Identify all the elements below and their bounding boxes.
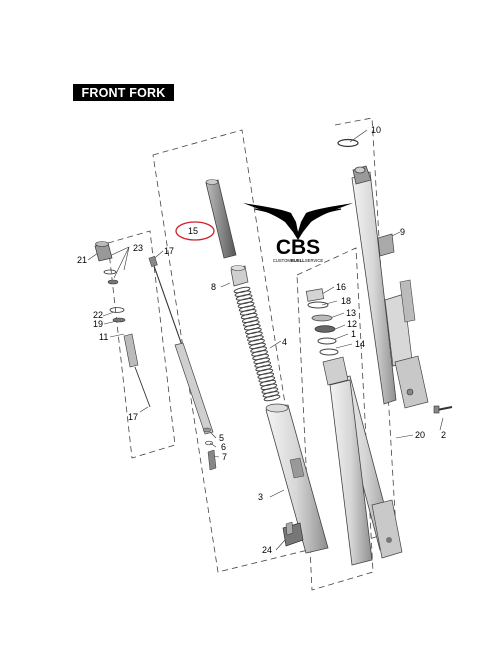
spring-coil [261,387,279,394]
spring-coil [248,338,265,346]
label-part-15: 15 [188,226,198,236]
inner-tube-outline [296,247,374,591]
label-part-18: 18 [341,296,351,306]
cartridge-outline [152,129,309,573]
inner-tube-stack [305,288,373,566]
part-17-damper-rod [148,255,214,435]
label-part-9: 9 [400,227,405,237]
spring-coil [256,368,274,376]
cbs-logo-text: CBS [276,236,320,259]
spring-coil [250,346,267,353]
label-part-10: 10 [371,125,381,135]
spring-coil [233,286,251,294]
spring-coil [262,391,280,398]
spring-coil [253,357,271,365]
spring-coil [239,309,257,316]
part-15-cartridge-tube [205,179,237,259]
label-part-5: 5 [219,433,224,443]
label-part-22: 22 [93,310,103,320]
cbs-logo-tagline: CUSTOMBUELLSERVICE [273,258,324,263]
spring-coil [251,350,268,357]
label-part-3: 3 [258,492,263,502]
label-part-13: 13 [346,308,356,318]
spring-coil [242,320,260,327]
spring-coil [243,323,261,331]
spring-coil [236,297,254,305]
label-part-23: 23 [133,243,143,253]
spring-coil [241,316,259,324]
spring-coil [234,290,252,297]
spring-coil [258,376,276,383]
spring-coil [246,331,263,338]
spring-coil [263,394,281,402]
part-24-block [282,521,304,547]
part-15-highlight-circle [175,221,215,241]
label-part-2: 2 [441,430,446,440]
label-part-6: 6 [221,442,226,452]
label-part-16: 16 [336,282,346,292]
page-title: FRONT FORK [81,85,166,100]
label-part-7: 7 [222,452,227,462]
spring-coil [260,383,278,391]
cbs-logo: CBS CUSTOMBUELLSERVICE [243,203,353,263]
label-part-14: 14 [355,339,365,349]
part-10-o-ring [337,138,359,148]
leader-lines [87,129,444,551]
title-banner: FRONT FORK [73,84,174,101]
spring-coil [235,294,253,301]
damper-rod-outline [107,230,176,459]
part-2-bolt [433,405,453,414]
spring-coil [259,379,277,387]
spring-coil [247,335,264,342]
spring-coil [238,305,256,312]
spring-coil [254,361,272,368]
spring-coil [252,353,269,361]
spring-coil [257,372,275,379]
left-adjuster-assembly [94,241,151,408]
cbs-logo-wings [243,203,353,240]
part-labels: 10 9 15 23 17 21 8 16 18 13 12 1 14 4 22… [77,125,446,555]
spring-coil [249,342,266,350]
label-part-17-top: 17 [164,246,174,256]
part-9-fork-leg [351,165,429,409]
label-part-8: 8 [211,282,216,292]
label-part-1: 1 [351,329,356,339]
spring-coil [255,364,273,372]
label-part-4: 4 [282,337,287,347]
part-3-fork-slider [265,403,329,554]
label-part-11: 11 [99,332,108,342]
label-part-21: 21 [77,255,87,265]
parts-5-6-7 [202,427,217,471]
spring-coil [245,327,262,335]
label-part-19: 19 [93,319,103,329]
spring-coil [240,312,258,320]
part-4-spring [233,286,281,402]
label-part-12: 12 [347,319,357,329]
spring-coil [237,301,255,309]
label-part-24: 24 [262,545,272,555]
part-8-spacer [230,265,249,287]
label-part-17-bottom: 17 [128,412,138,422]
label-part-20: 20 [415,430,425,440]
